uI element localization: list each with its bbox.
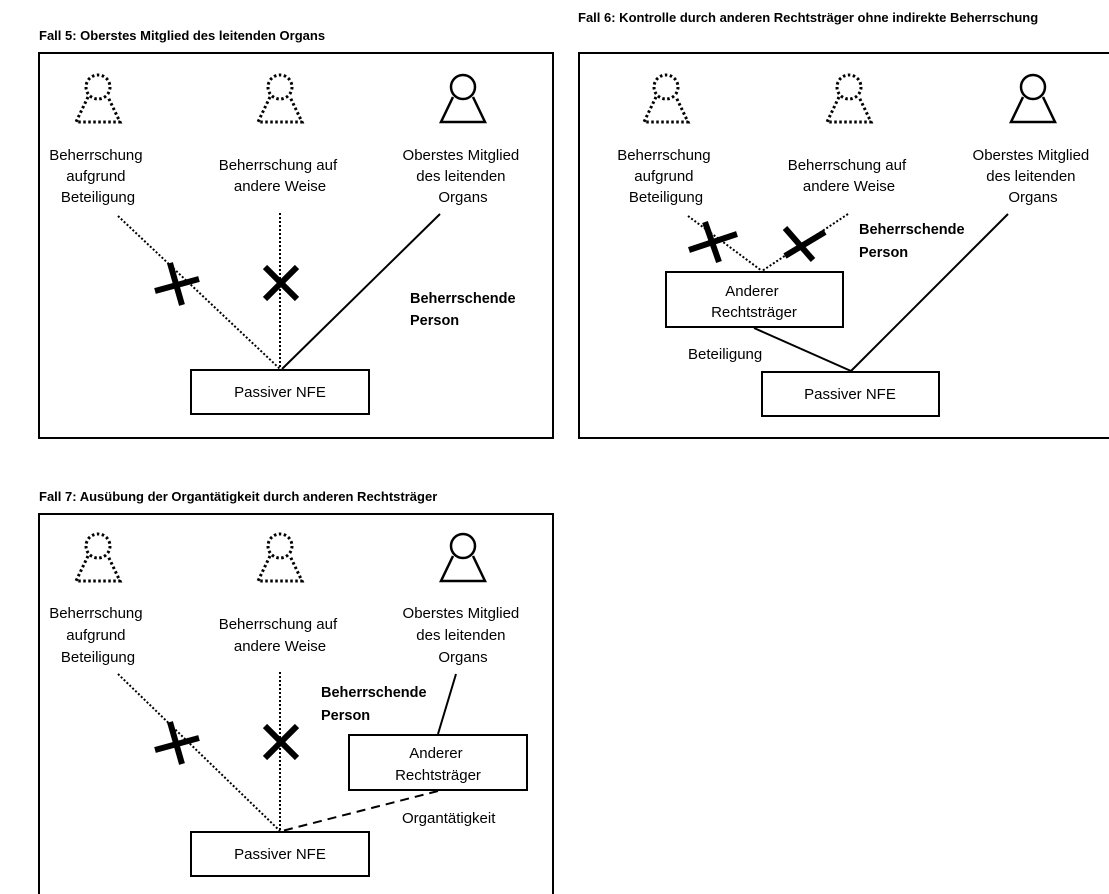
person-label-line: Oberstes Mitglied (973, 147, 1090, 164)
person-label-line: andere Weise (803, 178, 895, 195)
person-label-line: Beteiligung (629, 189, 703, 206)
dotted-link (117, 215, 281, 370)
person-label-line: Organs (1008, 189, 1057, 206)
controlling-person-label: Beherrschende Person (321, 685, 431, 724)
person-label-line: Beherrschung (49, 147, 142, 164)
other-entity-line: Rechtsträger (711, 304, 797, 321)
cross-icon (688, 221, 738, 263)
person-label-senior-member: Oberstes Mitglied des leitenden Organs (403, 147, 524, 206)
person-label-line: Beteiligung (61, 649, 135, 666)
person-label-line: aufgrund (634, 168, 693, 185)
person-label-participation: Beherrschung aufgrund Beteiligung (49, 147, 147, 206)
cross-icon (154, 262, 200, 306)
controlling-person-line: Beherrschende (410, 291, 516, 307)
dotted-person-icon (74, 73, 122, 124)
participation-link-label: Beteiligung (688, 346, 762, 363)
solid-link (850, 213, 1009, 372)
solid-link (437, 673, 457, 735)
passive-nfe-box (761, 371, 940, 417)
person-label-line: Beherrschung auf (219, 616, 338, 633)
passive-nfe-box (190, 831, 370, 877)
other-entity-label: Anderer Rechtsträger (711, 283, 797, 321)
controlling-person-line: Person (410, 313, 459, 329)
dotted-person-icon (256, 532, 304, 583)
cross-icon (154, 721, 200, 765)
solid-link (753, 327, 852, 372)
dotted-link (117, 673, 281, 832)
person-label-senior-member: Oberstes Mitglied des leitenden Organs (403, 605, 524, 666)
other-entity-label: Anderer Rechtsträger (395, 745, 481, 784)
person-label-line: Organs (438, 189, 487, 206)
passive-nfe-label: Passiver NFE (234, 846, 326, 863)
other-entity-box (665, 271, 844, 328)
case-7-frame (38, 513, 554, 894)
person-label-line: Beherrschung (617, 147, 710, 164)
person-label-line: andere Weise (234, 638, 326, 655)
person-label-line: Organs (438, 649, 487, 666)
controlling-person-line: Person (321, 708, 370, 724)
dotted-person-icon (825, 73, 873, 124)
case-7-title: Fall 7: Ausübung der Organtätigkeit durc… (39, 489, 438, 504)
person-label-other-means: Beherrschung auf andere Weise (788, 157, 911, 195)
passive-nfe-box (190, 369, 370, 415)
case-6-title: Fall 6: Kontrolle durch anderen Rechtstr… (578, 10, 1039, 25)
person-icon (439, 73, 487, 124)
dotted-person-icon (74, 532, 122, 583)
controlling-person-line: Beherrschende (859, 222, 965, 238)
controlling-person-line: Beherrschende (321, 685, 427, 701)
passive-nfe-label: Passiver NFE (234, 384, 326, 401)
dashed-link (281, 790, 439, 832)
dotted-person-icon (256, 73, 304, 124)
person-icon (439, 532, 487, 583)
person-icon (1009, 73, 1057, 124)
person-label-line: Beteiligung (61, 189, 135, 206)
person-label-line: Beherrschung auf (788, 157, 907, 174)
person-label-senior-member: Oberstes Mitglied des leitenden Organs (973, 147, 1094, 206)
controlling-person-label: Beherrschende Person (410, 291, 520, 329)
dotted-link (687, 215, 763, 272)
person-label-line: andere Weise (234, 178, 326, 195)
person-label-line: des leitenden (986, 168, 1075, 185)
other-entity-box (348, 734, 528, 791)
person-label-line: aufgrund (66, 168, 125, 185)
person-label-line: des leitenden (416, 627, 505, 644)
person-label-line: aufgrund (66, 627, 125, 644)
board-activity-link-label: Organtätigkeit (402, 810, 496, 827)
person-label-other-means: Beherrschung auf andere Weise (219, 616, 342, 655)
person-label-line: Beherrschung auf (219, 157, 338, 174)
case-5-diagram: Beherrschung aufgrund Beteiligung Beherr… (38, 52, 554, 439)
case-6-diagram: Beherrschung aufgrund Beteiligung Beherr… (578, 52, 1109, 439)
person-label-line: Oberstes Mitglied (403, 147, 520, 164)
person-label-line: Beherrschung (49, 605, 142, 622)
cross-icon (262, 723, 300, 761)
person-label-line: Oberstes Mitglied (403, 605, 520, 622)
dotted-person-icon (642, 73, 690, 124)
case-6-frame (578, 52, 1109, 439)
person-label-line: des leitenden (416, 168, 505, 185)
case-5-frame (38, 52, 554, 439)
other-entity-line: Rechtsträger (395, 767, 481, 784)
controlling-person-line: Person (859, 245, 908, 261)
case-5-title: Fall 5: Oberstes Mitglied des leitenden … (39, 28, 326, 43)
case-7-diagram: Beherrschung aufgrund Beteiligung Beherr… (38, 513, 554, 894)
other-entity-line: Anderer (409, 745, 462, 762)
cross-icon (782, 226, 827, 262)
person-label-participation: Beherrschung aufgrund Beteiligung (49, 605, 147, 666)
cross-icon (262, 264, 300, 302)
person-label-other-means: Beherrschung auf andere Weise (219, 157, 342, 195)
person-label-participation: Beherrschung aufgrund Beteiligung (617, 147, 715, 206)
dotted-link (761, 213, 849, 272)
solid-link (281, 213, 441, 370)
controlling-person-label: Beherrschende Person (859, 222, 969, 261)
passive-nfe-label: Passiver NFE (804, 386, 896, 403)
other-entity-line: Anderer (725, 283, 778, 300)
